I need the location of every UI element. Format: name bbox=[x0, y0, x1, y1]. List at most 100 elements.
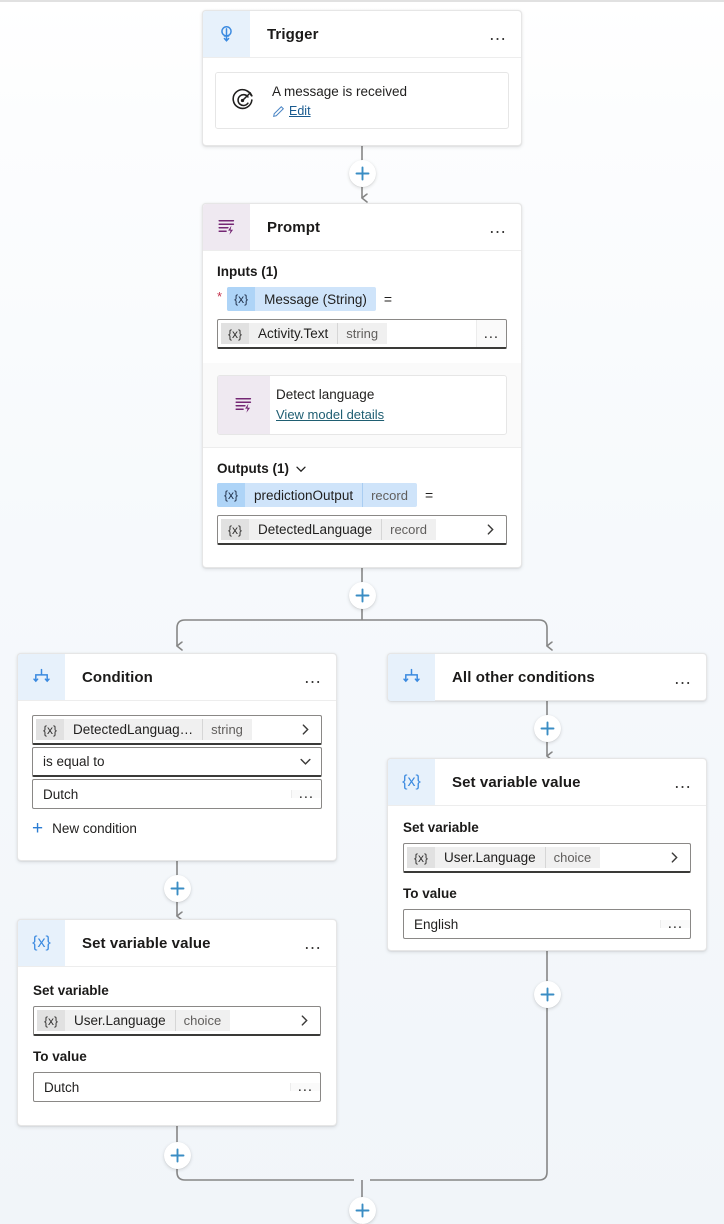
prompt-input-token[interactable]: {x} Message (String) bbox=[227, 287, 376, 311]
prompt-input-value-field[interactable]: {x} Activity.Text string … bbox=[217, 319, 507, 349]
condition-node-menu-button[interactable]: … bbox=[303, 667, 323, 687]
all-other-conditions-title: All other conditions bbox=[452, 669, 595, 686]
new-condition-button[interactable]: + New condition bbox=[32, 819, 322, 838]
set-variable-left-variable-expand-button[interactable] bbox=[288, 1007, 320, 1034]
condition-operator-value: is equal to bbox=[43, 754, 105, 769]
variable-braces-icon: {x} bbox=[36, 719, 65, 740]
trigger-edit-row[interactable]: Edit bbox=[272, 104, 407, 118]
set-variable-right-variable-field[interactable]: {x} User.Language choice bbox=[403, 843, 691, 873]
add-step-after-all-other-conditions-button[interactable] bbox=[533, 714, 561, 742]
prompt-output-value-field[interactable]: {x} DetectedLanguage record bbox=[217, 515, 507, 545]
set-variable-right-to-value-menu-button[interactable]: … bbox=[660, 916, 690, 932]
set-variable-right-to-value-label: To value bbox=[403, 886, 457, 901]
chevron-right-icon bbox=[487, 524, 494, 535]
condition-node-body: {x} DetectedLanguag… string is equal to … bbox=[18, 701, 336, 850]
prompt-node-title: Prompt bbox=[267, 218, 321, 236]
trigger-event-card[interactable]: A message is received Edit bbox=[215, 72, 509, 129]
window-top-border bbox=[0, 0, 724, 2]
prompt-model-link-row[interactable]: View model details bbox=[276, 406, 384, 424]
variable-braces-icon: {x} bbox=[221, 519, 250, 540]
prompt-output-token-row: {x} predictionOutput record = bbox=[217, 483, 507, 507]
set-variable-left-to-value-menu-button[interactable]: … bbox=[290, 1079, 320, 1095]
prompt-output-value-name: DetectedLanguage bbox=[258, 522, 373, 537]
condition-node-header: Condition … bbox=[18, 654, 336, 701]
prompt-output-token-type: record bbox=[362, 483, 417, 507]
plus-icon bbox=[170, 1148, 184, 1162]
condition-value-text: Dutch bbox=[43, 786, 79, 802]
set-variable-left-header: {x} Set variable value … bbox=[18, 920, 336, 967]
trigger-node-menu-button[interactable]: … bbox=[488, 24, 508, 44]
set-variable-left-to-value-field[interactable]: Dutch … bbox=[33, 1072, 321, 1102]
condition-operand-field[interactable]: {x} DetectedLanguag… string bbox=[32, 715, 322, 745]
condition-operator-chevron-button[interactable] bbox=[289, 755, 321, 768]
condition-value-field[interactable]: Dutch … bbox=[32, 779, 322, 809]
add-step-after-merge-button[interactable] bbox=[348, 1196, 376, 1224]
condition-node[interactable]: Condition … {x} DetectedLanguag… string … bbox=[17, 653, 337, 861]
trigger-edit-link[interactable]: Edit bbox=[289, 104, 311, 118]
set-variable-right-variable-token: {x} User.Language choice bbox=[407, 847, 601, 868]
set-variable-left-variable-token: {x} User.Language choice bbox=[37, 1010, 231, 1031]
set-variable-value-node-left[interactable]: {x} Set variable value … Set variable {x… bbox=[17, 919, 337, 1126]
prompt-output-value-type: record bbox=[381, 519, 436, 540]
all-other-conditions-header: All other conditions … bbox=[388, 654, 706, 701]
plus-icon bbox=[355, 1203, 369, 1217]
prompt-outputs-label-row[interactable]: Outputs (1) bbox=[217, 461, 507, 476]
trigger-node-body: A message is received Edit bbox=[203, 58, 521, 143]
condition-operator-dropdown[interactable]: is equal to bbox=[32, 747, 322, 777]
add-step-after-left-set-variable-button[interactable] bbox=[163, 1141, 191, 1169]
branch-icon bbox=[388, 654, 435, 701]
prompt-node-header: Prompt … bbox=[203, 204, 521, 251]
set-variable-left-variable-field[interactable]: {x} User.Language choice bbox=[33, 1006, 321, 1036]
condition-value-menu-button[interactable]: … bbox=[291, 786, 321, 802]
plus-icon bbox=[540, 987, 554, 1001]
set-variable-value-node-right[interactable]: {x} Set variable value … Set variable {x… bbox=[387, 758, 707, 951]
view-model-details-link[interactable]: View model details bbox=[276, 407, 385, 422]
chevron-right-icon bbox=[301, 1015, 308, 1026]
set-variable-left-menu-button[interactable]: … bbox=[303, 933, 323, 953]
set-variable-right-body: Set variable {x} User.Language choice To… bbox=[388, 806, 706, 953]
set-variable-left-body: Set variable {x} User.Language choice To… bbox=[18, 967, 336, 1118]
spacer bbox=[252, 716, 289, 743]
trigger-node[interactable]: Trigger … A message is received bbox=[202, 10, 522, 146]
add-step-after-prompt-button[interactable] bbox=[348, 581, 376, 609]
set-variable-right-variable-expand-button[interactable] bbox=[658, 844, 690, 871]
set-variable-left-variable-name: User.Language bbox=[74, 1013, 166, 1028]
variable-braces-icon: {x} bbox=[227, 287, 256, 311]
add-step-after-right-set-variable-button[interactable] bbox=[533, 980, 561, 1008]
prompt-inputs-section: Inputs (1) * {x} Message (String) = {x} … bbox=[203, 251, 521, 363]
variable-braces-icon: {x} bbox=[388, 759, 435, 805]
set-variable-right-label: Set variable bbox=[403, 820, 479, 835]
prompt-input-token-row: * {x} Message (String) = bbox=[217, 287, 507, 311]
trigger-event-title: A message is received bbox=[272, 84, 408, 99]
spacer bbox=[436, 516, 474, 543]
prompt-output-token[interactable]: {x} predictionOutput record bbox=[217, 483, 417, 507]
prompt-input-value-menu-button[interactable]: … bbox=[476, 320, 506, 347]
prompt-model-card[interactable]: Detect language View model details bbox=[217, 375, 507, 435]
prompt-lines-bolt-icon bbox=[203, 204, 250, 250]
set-variable-right-header: {x} Set variable value … bbox=[388, 759, 706, 806]
all-other-conditions-node[interactable]: All other conditions … bbox=[387, 653, 707, 701]
spacer bbox=[600, 844, 658, 871]
prompt-section-divider bbox=[203, 447, 521, 448]
trigger-lightbulb-icon bbox=[203, 11, 250, 57]
prompt-node-menu-button[interactable]: … bbox=[488, 217, 508, 237]
condition-operand-expand-button[interactable] bbox=[289, 716, 321, 743]
all-other-conditions-menu-button[interactable]: … bbox=[673, 667, 693, 688]
prompt-output-expand-button[interactable] bbox=[474, 516, 506, 543]
set-variable-left-to-value-label: To value bbox=[33, 1049, 87, 1064]
set-variable-left-to-value-text: Dutch bbox=[44, 1079, 80, 1095]
prompt-model-text: Detect language View model details bbox=[270, 376, 394, 434]
set-variable-right-title: Set variable value bbox=[452, 773, 581, 791]
prompt-node[interactable]: Prompt … Inputs (1) * {x} Message (Strin… bbox=[202, 203, 522, 568]
plus-icon bbox=[170, 881, 184, 895]
prompt-model-title: Detect language bbox=[276, 387, 375, 402]
set-variable-right-menu-button[interactable]: … bbox=[673, 772, 693, 792]
set-variable-right-to-value-field[interactable]: English … bbox=[403, 909, 691, 939]
chevron-down-icon[interactable] bbox=[295, 463, 307, 475]
add-step-after-trigger-button[interactable] bbox=[348, 159, 376, 187]
prompt-input-equals: = bbox=[383, 291, 393, 307]
variable-braces-icon: {x} bbox=[407, 847, 436, 868]
prompt-input-value-name: Activity.Text bbox=[258, 326, 329, 341]
required-marker: * bbox=[217, 289, 223, 304]
add-step-after-condition-button[interactable] bbox=[163, 874, 191, 902]
